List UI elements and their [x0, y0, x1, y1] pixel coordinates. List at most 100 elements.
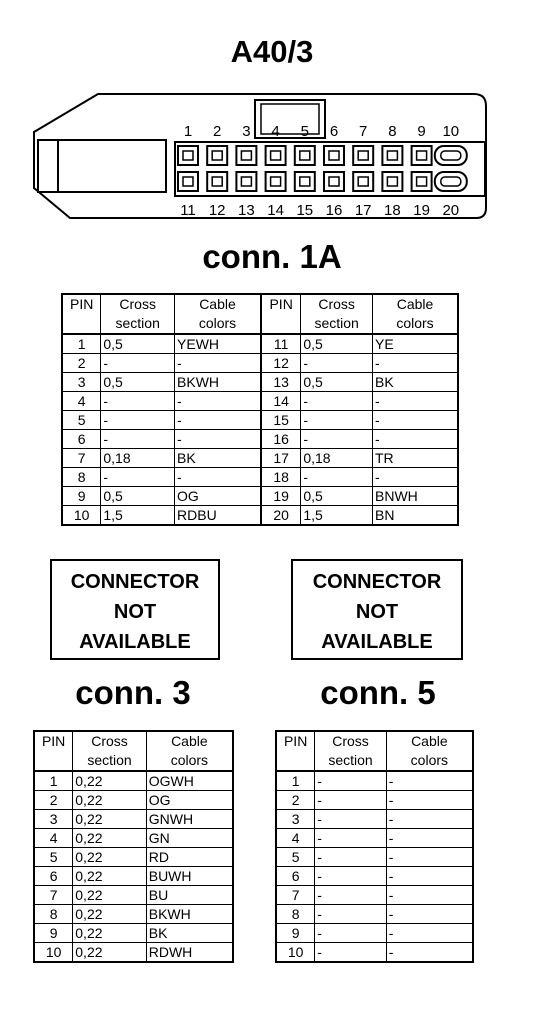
cable-color-cell: -: [385, 770, 474, 791]
pin-label-top: 2: [213, 123, 221, 140]
table-row: 2--: [275, 790, 474, 810]
cable-color-cell: GNWH: [145, 809, 234, 829]
pin-label-top: 5: [301, 123, 309, 140]
pin-cell: 6: [61, 429, 102, 449]
pin-cell: 5: [61, 410, 102, 430]
pin-socket: [293, 171, 316, 192]
cable-color-cell: YE: [372, 333, 459, 354]
pin-socket: [206, 145, 229, 166]
pin-socket: [264, 145, 287, 166]
pin-label-top: 9: [417, 123, 425, 140]
cable-color-cell: -: [385, 885, 474, 905]
pin-cell: 2: [33, 790, 74, 810]
cable-color-cell: -: [385, 866, 474, 886]
pin-socket: [323, 171, 345, 192]
conn1a-title: conn. 1A: [202, 238, 342, 275]
cable-color-cell: -: [385, 809, 474, 829]
cross-section-cell: -: [100, 410, 176, 430]
cable-color-cell: -: [372, 391, 459, 411]
cross-section-cell: -: [100, 353, 176, 373]
cross-section-cell: -: [300, 410, 373, 430]
pin-socket-large: [433, 145, 468, 166]
pin-cell: 5: [33, 847, 74, 867]
cable-color-cell: GN: [145, 828, 234, 848]
pin-label-top: 7: [359, 123, 367, 140]
pin-label-bottom: 12: [209, 202, 226, 219]
cable-color-cell: -: [174, 410, 262, 430]
pin-cell: 2: [61, 353, 102, 373]
pin-socket: [381, 171, 404, 192]
cross-section-cell: 0,22: [72, 828, 147, 848]
pin-socket: [264, 171, 287, 192]
cross-section-cell: -: [300, 467, 373, 487]
cross-section-cell: 0,22: [72, 904, 147, 924]
cable-color-cell: BUWH: [145, 866, 234, 886]
pin-socket: [206, 171, 229, 192]
pin-label-top: 10: [442, 123, 459, 140]
cable-color-cell: -: [372, 410, 459, 430]
pin-label-top: 4: [271, 123, 279, 140]
cross-section-cell: -: [314, 847, 387, 867]
cross-section-cell: -: [314, 923, 387, 943]
pin-cell: 6: [275, 866, 316, 886]
main-title: A40/3: [230, 34, 314, 69]
conn5-title: conn. 5: [320, 674, 436, 711]
cable-color-cell: BU: [145, 885, 234, 905]
cross-section-cell: 0,5: [100, 372, 176, 392]
pin-label-bottom: 17: [355, 202, 372, 219]
pin-label-bottom: 11: [180, 202, 196, 219]
pin-cell: 16: [259, 429, 302, 449]
cross-section-cell: 0,22: [72, 866, 147, 886]
pin-label-bottom: 13: [238, 202, 255, 219]
pin-cell: 17: [259, 448, 302, 468]
pin-cell: 5: [275, 847, 316, 867]
pin-cell: 13: [259, 372, 302, 392]
table-row: 8--: [275, 904, 474, 924]
pin-socket: [352, 145, 375, 166]
pin-cell: 18: [259, 467, 302, 487]
pin-socket: [352, 171, 375, 192]
pin-label-bottom: 18: [384, 202, 401, 219]
cross-section-cell: -: [314, 866, 387, 886]
pin-cell: 11: [259, 333, 302, 354]
pin-label-bottom: 16: [326, 202, 343, 219]
cross-section-cell: 0,5: [100, 333, 176, 354]
table-row: 6--16--: [61, 429, 459, 449]
pin-cell: 19: [259, 486, 302, 506]
pin-cell: 4: [61, 391, 102, 411]
cross-section-cell: -: [314, 770, 387, 791]
pin-cell: 10: [61, 505, 102, 526]
cable-color-cell: -: [174, 429, 262, 449]
pin-cell: 8: [61, 467, 102, 487]
cable-color-cell: -: [372, 353, 459, 373]
table-row: 10--: [275, 942, 474, 963]
cable-color-cell: -: [385, 923, 474, 943]
pin-cell: 12: [259, 353, 302, 373]
pin-cell: 1: [61, 333, 102, 354]
table-row: 8--18--: [61, 467, 459, 487]
table-row: 4--14--: [61, 391, 459, 411]
pin-socket: [177, 171, 199, 192]
pin-socket: [410, 145, 433, 166]
cable-color-cell: -: [385, 790, 474, 810]
header-pin-2: PIN: [259, 293, 302, 335]
cross-section-cell: -: [314, 885, 387, 905]
pin-cell: 8: [275, 904, 316, 924]
cross-section-cell: 0,22: [72, 923, 147, 943]
pin-socket: [323, 145, 345, 166]
pin-label-bottom: 19: [413, 202, 430, 219]
cross-section-cell: 0,22: [72, 847, 147, 867]
cable-color-cell: -: [372, 467, 459, 487]
